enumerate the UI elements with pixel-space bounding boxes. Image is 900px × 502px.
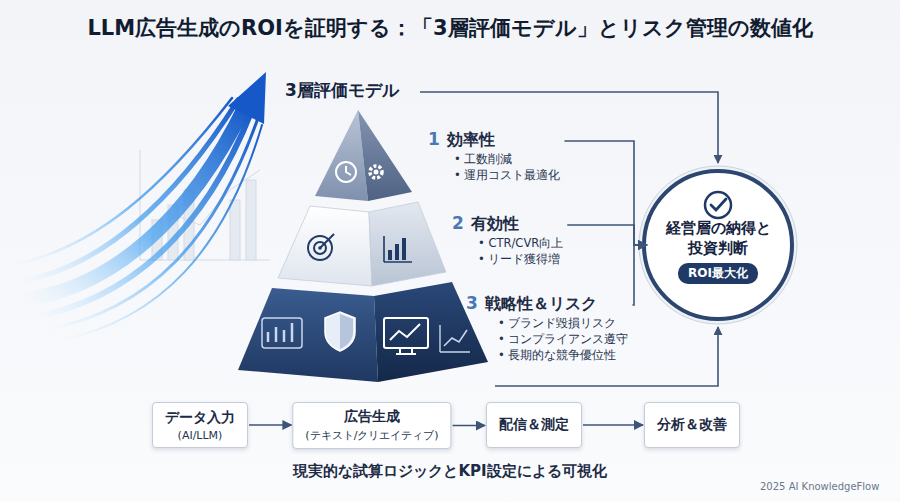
pyramid-tier-1 (358, 110, 412, 201)
result-ring (639, 166, 797, 324)
pyramid-tier-2 (402, 238, 406, 260)
growth-arrow (228, 72, 266, 124)
pyramid-tier-2 (278, 206, 372, 286)
pyramid-tier-3 (238, 282, 488, 382)
step-detail: (テキスト/クリエイティブ) (305, 428, 438, 443)
pyramid-tier-3 (325, 312, 355, 351)
step-name: 広告生成 (344, 408, 400, 426)
pyramid-tier-1 (336, 162, 356, 182)
background-chart (230, 200, 240, 260)
result-ring (644, 171, 792, 319)
feedback-line (420, 92, 718, 386)
pyramid-tier-3 (396, 348, 416, 354)
growth-arrow (60, 125, 262, 340)
tier-heading: 戦略性＆リスク (485, 294, 597, 315)
bullet-item: • 運用コスト最適化 (428, 167, 560, 183)
connector-arrow (583, 424, 643, 426)
tier-description: 2 有効性• CTR/CVR向上• リード獲得増 (452, 213, 563, 267)
step-detail: (AI/LLM) (178, 429, 223, 442)
tier-number: 1 (428, 129, 440, 149)
process-box: データ入力 (AI/LLM) (152, 402, 248, 448)
pyramid-tier-1 (374, 170, 379, 175)
pyramid-tier-2 (388, 250, 392, 260)
tier-number: 2 (452, 213, 464, 233)
pyramid-tier-1 (346, 166, 351, 175)
pyramid-tier-2 (369, 202, 446, 286)
pyramid-tier-3 (340, 314, 353, 349)
process-box: 配信＆測定 (486, 402, 582, 448)
tier-description: 3 戦略性＆リスク• ブランド毀損リスク• コンプライアンス遵守• 長期的な競争優… (466, 293, 628, 363)
step-name: データ入力 (165, 409, 235, 427)
page-title: LLM広告生成のROIを証明する：「3層評価モデル」とリスク管理の数値化 (0, 14, 900, 42)
pyramid-tier-3 (268, 323, 292, 342)
watermark: 2025 AI KnowledgeFlow (760, 481, 879, 492)
result-ring (639, 166, 797, 324)
result-ring (711, 199, 726, 210)
roi-badge: ROI最大化 (678, 263, 758, 284)
tier-heading: 効率性 (447, 130, 495, 151)
pyramid-tier-3 (238, 288, 378, 382)
pyramid-tier-3 (374, 282, 488, 382)
tier-heading-row: 2 有効性 (452, 213, 563, 235)
result-circle: 経営層の納得と投資判断 ROI最大化 (648, 175, 788, 315)
growth-arrow (45, 118, 258, 330)
growth-arrow (10, 98, 232, 265)
pyramid-tier-2 (320, 234, 334, 248)
circle-heading: 経営層の納得と投資判断 (662, 219, 774, 258)
tier-number: 3 (466, 293, 478, 313)
connector-arrow (567, 225, 647, 245)
background-chart (246, 180, 256, 260)
tier-heading: 有効性 (471, 214, 519, 235)
bullet-item: • 工数削減 (428, 151, 560, 167)
tier-heading-row: 1 効率性 (428, 129, 560, 151)
tier-description: 1 効率性• 工数削減• 運用コスト最適化 (428, 129, 560, 183)
bullet-item: • コンプライアンス遵守 (466, 331, 628, 347)
pyramid-tier-1 (315, 110, 412, 201)
bullet-item: • CTR/CVR向上 (452, 235, 563, 251)
model-label: 3層評価モデル (285, 79, 399, 102)
pyramid-tier-2 (384, 236, 412, 262)
pyramid-tier-3 (440, 325, 470, 352)
growth-arrow (30, 110, 252, 318)
tier-heading-row: 3 戦略性＆リスク (466, 293, 628, 315)
connector-arrow (249, 424, 291, 426)
bullet-item: • ブランド毀損リスク (466, 315, 628, 331)
growth-arrow (10, 72, 266, 340)
bullet-item: • 長期的な競争優位性 (466, 347, 628, 363)
step-name: 分析＆改善 (657, 416, 727, 434)
pyramid-tier-3 (444, 330, 467, 346)
pyramid-tier-3 (262, 318, 302, 348)
pyramid-tier-2 (395, 244, 399, 260)
pyramid-tier-3 (384, 318, 428, 348)
step-name: 配信＆測定 (499, 416, 569, 434)
caption: 現実的な試算ロジックとKPI設定による可視化 (0, 462, 900, 481)
bullet-item: • リード獲得増 (452, 251, 563, 267)
pyramid-tier-2 (278, 202, 446, 286)
process-box: 広告生成 (テキスト/クリエイティブ) (292, 402, 451, 449)
connector-arrow (564, 141, 647, 245)
connector-arrow (632, 245, 647, 305)
connector-arrow (453, 425, 485, 427)
process-box: 分析＆改善 (644, 402, 740, 448)
pyramid-tier-3 (390, 324, 420, 340)
pyramid-tier-1 (370, 166, 382, 178)
result-ring (705, 192, 731, 218)
